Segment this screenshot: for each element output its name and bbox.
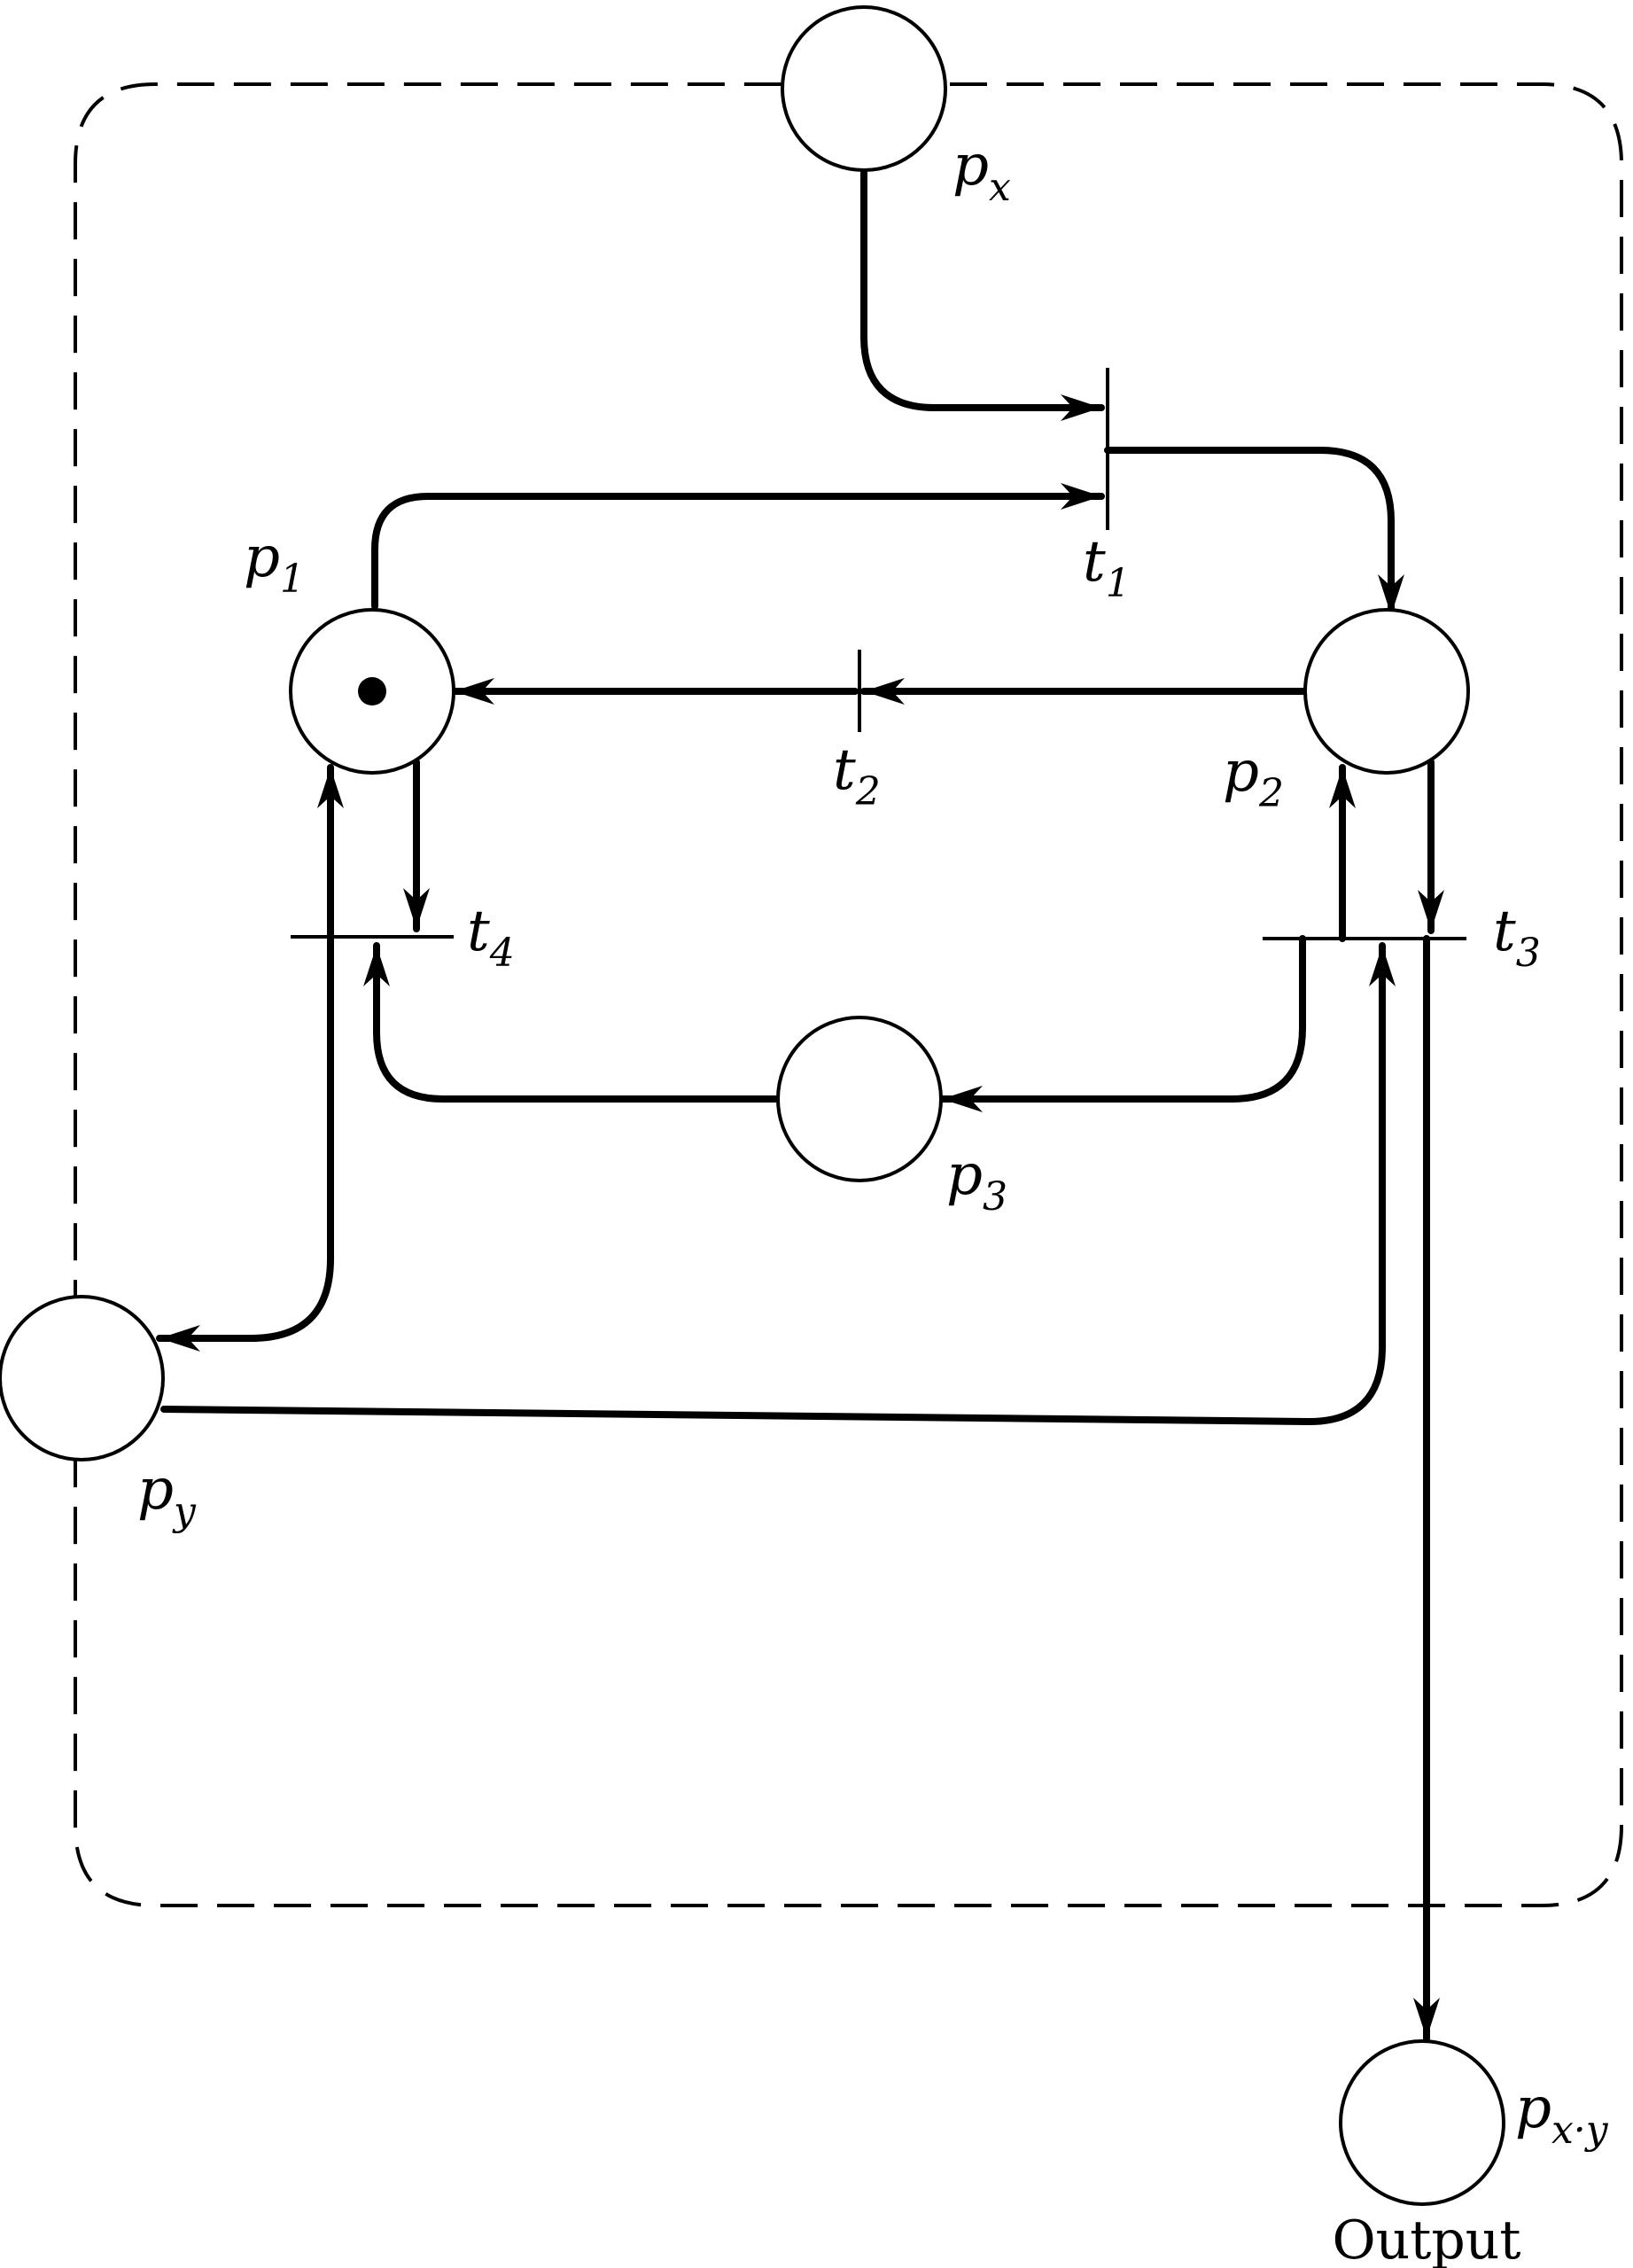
place-py-label: py bbox=[137, 1457, 197, 1534]
arc-p1-to-t1 bbox=[371, 483, 1105, 610]
place-p3 bbox=[776, 1016, 943, 1182]
arc-t3-to-p3 bbox=[938, 935, 1306, 1112]
place-pxy-label: px·y bbox=[1515, 2076, 1609, 2153]
transition-t3-label: t3 bbox=[1493, 899, 1541, 976]
place-pxy bbox=[1339, 2039, 1505, 2206]
arc-px-to-t1 bbox=[860, 169, 1105, 421]
arc-p3-to-t4 bbox=[363, 942, 779, 1103]
place-px bbox=[781, 5, 947, 172]
place-px-label: px bbox=[953, 133, 1011, 210]
place-p2 bbox=[1303, 608, 1470, 775]
subnet-boundary bbox=[74, 82, 1623, 1907]
transition-t4-label: t4 bbox=[467, 899, 515, 976]
arc-t1-to-p2 bbox=[1104, 447, 1404, 619]
place-p1-label: p1 bbox=[244, 525, 305, 602]
arc-py-to-t3 bbox=[160, 942, 1396, 1426]
output-caption: Output bbox=[1332, 2210, 1520, 2268]
place-py bbox=[0, 1295, 165, 1461]
transition-t1-label: t1 bbox=[1083, 529, 1131, 606]
place-p2-label: p2 bbox=[1223, 739, 1284, 816]
transition-t2-label: t2 bbox=[833, 737, 881, 814]
place-p3-label: p3 bbox=[946, 1142, 1007, 1220]
arc-t4-to-py bbox=[156, 933, 334, 1352]
token-p1 bbox=[358, 677, 386, 705]
